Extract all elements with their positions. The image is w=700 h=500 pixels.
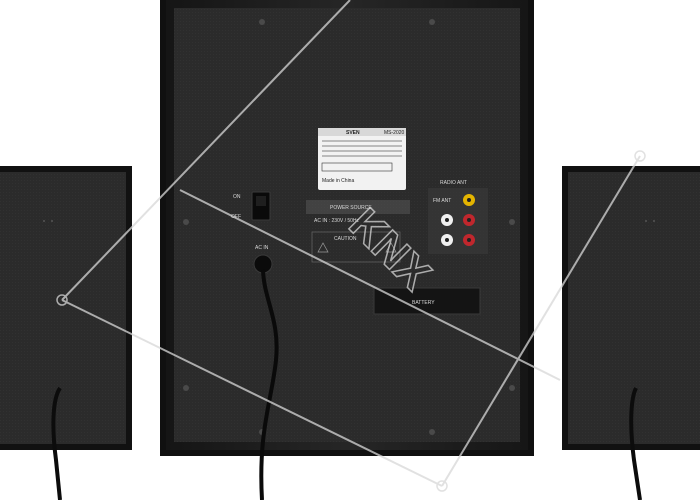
battery-compartment: BATTERY: [373, 287, 481, 315]
battery-compartment-label: BATTERY: [412, 300, 435, 306]
watermark-circle-icon: [634, 150, 646, 162]
watermark-circle-icon: [56, 294, 68, 306]
screw: [429, 429, 435, 435]
ac-input-area: AC IN: [253, 245, 279, 500]
fm-ant-label: FM ANT: [433, 198, 451, 204]
made-in-label: Made in China: [322, 178, 354, 184]
screw: [509, 219, 515, 225]
ac-in-label: AC IN: [255, 245, 269, 251]
radio-ant-label: RADIO ANT: [440, 180, 467, 186]
power-cord: [259, 269, 279, 500]
caution-label: CAUTION: [334, 236, 357, 242]
power-source-label: POWER SOURCE: [330, 205, 372, 211]
left-speaker-cable: [51, 386, 62, 500]
power-rating-label: AC IN : 230V / 50Hz: [314, 218, 360, 224]
spec-label-sticker: SVEN MS-2020 Made in China: [318, 128, 406, 190]
screw: [183, 219, 189, 225]
switch-on-label: ON: [233, 194, 241, 200]
model-label: MS-2020: [384, 130, 405, 136]
screw: [259, 19, 265, 25]
screw: [183, 385, 189, 391]
right-speaker-cable: [629, 387, 642, 500]
power-source-plate: POWER SOURCE AC IN : 230V / 50Hz CAUTION: [306, 200, 410, 263]
screw: [509, 385, 515, 391]
brand-label: SVEN: [346, 130, 360, 136]
right-satellite-speaker: [562, 166, 700, 500]
left-satellite-speaker: [0, 166, 132, 500]
rca-input-panel: RADIO ANT FM ANT: [428, 180, 488, 254]
screw: [429, 19, 435, 25]
watermark-circle-icon: [436, 480, 448, 492]
